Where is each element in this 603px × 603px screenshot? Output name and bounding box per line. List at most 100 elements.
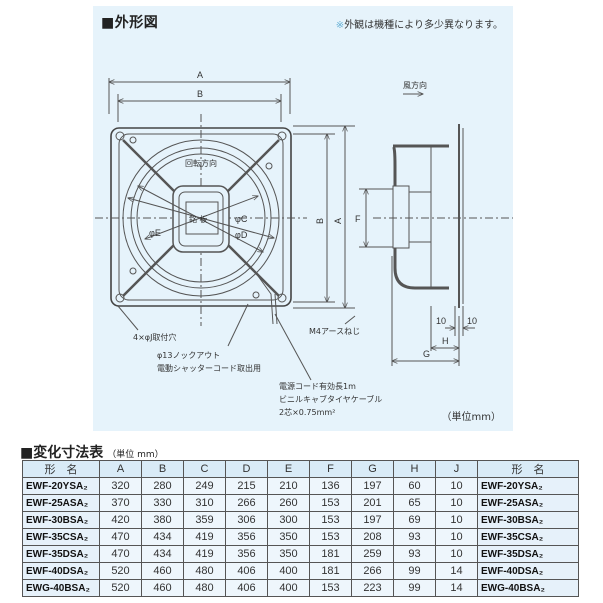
cell-c: 480 <box>183 562 226 580</box>
cell-e: 210 <box>267 477 310 495</box>
appearance-note: ※外観は機種により多少異なります。 <box>336 16 503 31</box>
cell-h: 93 <box>393 528 436 546</box>
cell-g: 197 <box>351 511 394 529</box>
cell-d: 215 <box>225 477 268 495</box>
cell-d: 266 <box>225 494 268 512</box>
cell-j: 14 <box>435 562 478 580</box>
cell-a: 370 <box>99 494 142 512</box>
header-a: A <box>99 460 142 478</box>
table-row: EWF-30BSA₂ 420 380 359 306 300 153 197 6… <box>22 511 579 529</box>
cell-d: 406 <box>225 579 268 597</box>
cell-f: 153 <box>309 494 352 512</box>
rotation-label: 回転方向 <box>185 158 217 168</box>
fan-outline-drawing: A B 回転方向 銘 板 φC φD φE B A F 風方向 10 10 H … <box>95 70 513 417</box>
header-c: C <box>183 460 226 478</box>
header-d: D <box>225 460 268 478</box>
dim-e-label: φE <box>149 228 161 238</box>
table-row: EWF-20YSA₂ 320 280 249 215 210 136 197 6… <box>22 477 579 495</box>
cell-h: 65 <box>393 494 436 512</box>
cord-label-2: ビニルキャブタイヤケーブル <box>279 394 382 404</box>
dim-h-label: H <box>442 336 449 346</box>
table-row: EWF-25ASA₂ 370 330 310 266 260 153 201 6… <box>22 494 579 512</box>
cell-e: 350 <box>267 528 310 546</box>
cell-c: 480 <box>183 579 226 597</box>
cell-e: 260 <box>267 494 310 512</box>
dim-b-label: B <box>197 89 203 99</box>
header-e: E <box>267 460 310 478</box>
cell-e: 300 <box>267 511 310 529</box>
cell-h: 93 <box>393 545 436 563</box>
model-cell-right: EWF-30BSA₂ <box>477 511 579 529</box>
cord-label-3: 2芯×0.75mm² <box>279 407 335 417</box>
header-h: H <box>393 460 436 478</box>
header-g: G <box>351 460 394 478</box>
cell-f: 181 <box>309 545 352 563</box>
dim-d-label: φD <box>235 230 248 240</box>
cell-b: 460 <box>141 562 184 580</box>
cell-d: 406 <box>225 562 268 580</box>
model-cell-right: EWG-40BSA₂ <box>477 579 579 597</box>
mount-holes-label: 4×φJ取付穴 <box>133 332 176 342</box>
cell-e: 400 <box>267 579 310 597</box>
model-cell: EWG-40BSA₂ <box>22 579 100 597</box>
dim-f-label: F <box>355 214 361 224</box>
model-cell-right: EWF-35DSA₂ <box>477 545 579 563</box>
cell-f: 181 <box>309 562 352 580</box>
cell-f: 136 <box>309 477 352 495</box>
cell-b: 460 <box>141 579 184 597</box>
model-cell: EWF-40DSA₂ <box>22 562 100 580</box>
cell-g: 259 <box>351 545 394 563</box>
earth-screw-label: M4アースねじ <box>309 327 360 336</box>
cell-b: 330 <box>141 494 184 512</box>
header-model-right: 形 名 <box>477 460 579 478</box>
cell-h: 69 <box>393 511 436 529</box>
dim-c-label: φC <box>235 214 248 224</box>
table-row: EWF-40DSA₂ 520 460 480 406 400 181 266 9… <box>22 562 579 580</box>
cell-c: 249 <box>183 477 226 495</box>
model-cell-right: EWF-25ASA₂ <box>477 494 579 512</box>
cell-d: 306 <box>225 511 268 529</box>
airflow-label: 風方向 <box>403 80 427 90</box>
cell-b: 434 <box>141 545 184 563</box>
cell-j: 10 <box>435 511 478 529</box>
nameplate-label: 銘 板 <box>189 214 208 224</box>
cell-c: 359 <box>183 511 226 529</box>
model-cell: EWF-25ASA₂ <box>22 494 100 512</box>
cell-g: 197 <box>351 477 394 495</box>
cell-j: 10 <box>435 528 478 546</box>
note-text: 外観は機種により多少異なります。 <box>344 20 503 31</box>
cell-h: 99 <box>393 562 436 580</box>
cell-a: 520 <box>99 579 142 597</box>
cell-b: 280 <box>141 477 184 495</box>
cell-a: 470 <box>99 545 142 563</box>
cell-g: 208 <box>351 528 394 546</box>
cell-a: 320 <box>99 477 142 495</box>
dim-10-left-label: 10 <box>436 316 446 326</box>
cell-b: 434 <box>141 528 184 546</box>
header-model: 形 名 <box>22 460 100 478</box>
cell-h: 99 <box>393 579 436 597</box>
cell-c: 419 <box>183 545 226 563</box>
outline-title: ■外形図 <box>101 15 159 31</box>
cell-a: 520 <box>99 562 142 580</box>
model-cell-right: EWF-35CSA₂ <box>477 528 579 546</box>
cell-j: 14 <box>435 579 478 597</box>
cell-e: 350 <box>267 545 310 563</box>
model-cell: EWF-35CSA₂ <box>22 528 100 546</box>
dim-g-label: G <box>423 349 430 359</box>
cell-b: 380 <box>141 511 184 529</box>
header-b: B <box>141 460 184 478</box>
cell-f: 153 <box>309 579 352 597</box>
cell-c: 310 <box>183 494 226 512</box>
model-cell: EWF-35DSA₂ <box>22 545 100 563</box>
model-cell: EWF-20YSA₂ <box>22 477 100 495</box>
cord-label-1: 電源コード有効長1m <box>279 381 356 391</box>
cell-j: 10 <box>435 494 478 512</box>
model-cell-right: EWF-20YSA₂ <box>477 477 579 495</box>
dim-a-label: A <box>197 70 203 80</box>
outline-drawing-panel: A B 回転方向 銘 板 φC φD φE B A F 風方向 10 10 H … <box>93 6 513 431</box>
cell-g: 223 <box>351 579 394 597</box>
cell-f: 153 <box>309 511 352 529</box>
unit-label: （単位mm） <box>441 412 501 423</box>
cell-a: 470 <box>99 528 142 546</box>
